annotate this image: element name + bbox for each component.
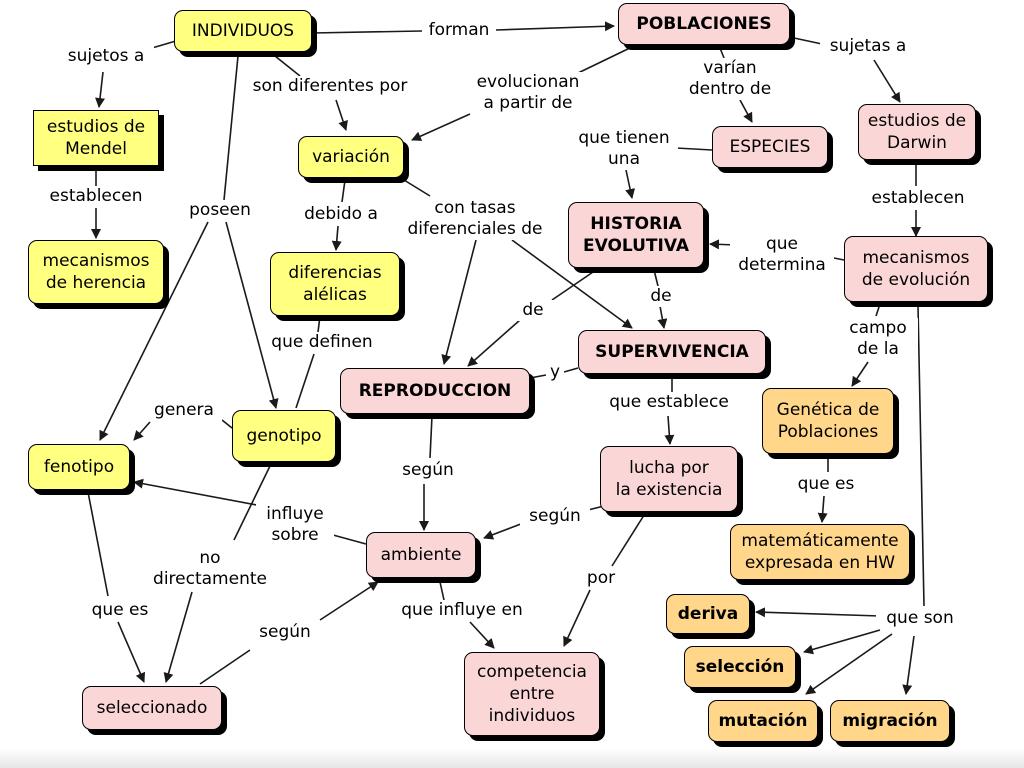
link-de-reproduccion: de [512,300,554,321]
node-diferencias-alelicas: diferencias alélicas [270,252,400,316]
link-que-son: que son [876,608,964,629]
link-que-definen: que definen [262,332,382,353]
link-campo-de-la: campo de la [838,318,918,360]
link-establecen-mendel: establecen [40,186,152,207]
link-influye-sobre: influye sobre [256,504,334,546]
node-lucha-existencia: lucha por la existencia [600,446,738,512]
link-que-es-genetica: que es [786,474,866,495]
node-matematicamente-hw: matemáticamente expresada en HW [730,524,910,580]
node-variacion: variación [298,136,404,178]
node-mutacion: mutación [708,700,818,742]
node-reproduccion: REPRODUCCION [340,368,530,414]
link-segun-reproduccion: según [392,460,464,481]
link-con-tasas-diferenciales: con tasas diferenciales de [398,198,552,240]
link-no-directamente: no directamente [140,548,280,590]
link-forman: forman [422,20,496,41]
link-varian-dentro-de: varían dentro de [684,58,776,100]
node-ambiente: ambiente [366,532,476,578]
link-sujetos-a: sujetos a [58,46,154,67]
node-migracion: migración [830,700,950,742]
link-debido-a: debido a [296,204,386,225]
node-estudios-mendel: estudios de Mendel [33,110,159,166]
node-fenotipo: fenotipo [28,444,130,490]
node-deriva: deriva [666,594,750,634]
link-que-establece: que establece [596,392,742,413]
link-por: por [580,568,622,589]
node-competencia: competencia entre individuos [464,652,600,736]
link-que-determina: que determina [730,234,834,276]
node-seleccion: selección [684,646,796,688]
bottom-shadow-band [0,748,1024,768]
link-segun-lucha: según [520,506,590,527]
link-poseen: poseen [180,200,260,221]
node-genetica-poblaciones: Genética de Poblaciones [762,388,894,454]
link-que-tienen-una: que tienen una [570,128,678,170]
node-genotipo: genotipo [232,410,336,462]
node-seleccionado: seleccionado [82,686,222,730]
link-sujetas-a: sujetas a [820,36,916,57]
node-especies: ESPECIES [712,126,828,168]
node-historia-evolutiva: HISTORIA EVOLUTIVA [568,202,704,268]
link-que-influye-en: que influye en [390,600,534,621]
link-genera: genera [146,400,222,421]
link-que-es-fenotipo: que es [80,600,160,621]
node-mecanismos-herencia: mecanismos de herencia [28,240,164,304]
node-supervivencia: SUPERVIVENCIA [578,330,766,374]
node-poblaciones: POBLACIONES [618,3,790,45]
link-y: y [546,362,564,383]
node-individuos: INDIVIDUOS [174,10,312,52]
node-mecanismos-evolucion: mecanismos de evolución [844,236,988,302]
node-estudios-darwin: estudios de Darwin [858,104,976,160]
link-de-supervivencia: de [640,286,682,307]
link-evolucionan-a-partir-de: evolucionan a partir de [470,72,586,114]
link-son-diferentes-por: son diferentes por [238,76,422,97]
link-establecen-darwin: establecen [862,188,974,209]
link-segun-seleccionado: según [250,622,320,643]
